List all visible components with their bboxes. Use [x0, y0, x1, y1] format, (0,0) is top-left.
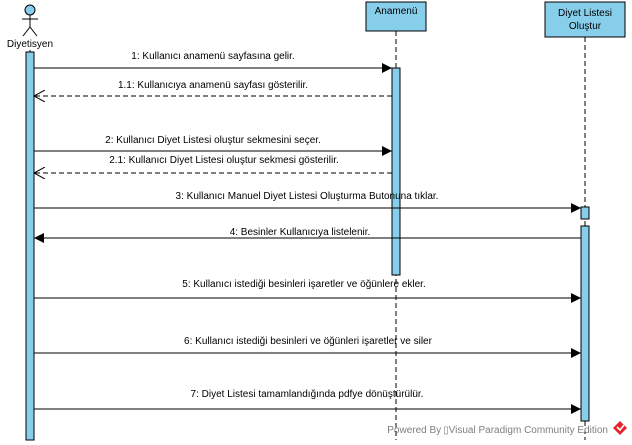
message-1[interactable]: 1: Kullanıcı anamenü sayfasına gelir.	[34, 51, 392, 73]
watermark-text: Powered By ▯Visual Paradigm Community Ed…	[387, 425, 608, 436]
message-2-1[interactable]: 2.1: Kullanıcı Diyet Listesi oluştur sek…	[34, 155, 392, 173]
message-6[interactable]: 6: Kullanıcı istediği besinleri ve öğünl…	[34, 336, 581, 358]
message-label: 1: Kullanıcı anamenü sayfasına gelir.	[131, 51, 294, 62]
message-label: 2.1: Kullanıcı Diyet Listesi oluştur sek…	[109, 155, 339, 166]
activation-bar	[391, 67, 401, 276]
message-label: 5: Kullanıcı istediği besinleri işaretle…	[182, 279, 425, 290]
lifeline-header-box	[544, 1, 626, 38]
lifeline-anamenu[interactable]: Anamenü	[365, 1, 427, 440]
watermark: Powered By ▯Visual Paradigm Community Ed…	[387, 421, 627, 436]
activation-bar	[580, 206, 590, 220]
message-2[interactable]: 2: Kullanıcı Diyet Listesi oluştur sekme…	[34, 135, 392, 156]
message-1-1[interactable]: 1.1: Kullanıcıya anamenü sayfası gösteri…	[34, 80, 392, 96]
message-label: 7: Diyet Listesi tamamlandığında pdfye d…	[191, 389, 424, 400]
message-label: 2: Kullanıcı Diyet Listesi oluştur sekme…	[105, 135, 321, 146]
lifeline-diyet-listesi-olustur[interactable]: Diyet Listesi Oluştur	[544, 1, 626, 440]
message-3[interactable]: 3: Kullanıcı Manuel Diyet Listesi Oluştu…	[34, 191, 581, 213]
activation-bar	[25, 51, 35, 441]
activation-bar	[580, 225, 590, 422]
lifeline-diyetisyen[interactable]: Diyetisyen	[7, 4, 53, 441]
message-7[interactable]: 7: Diyet Listesi tamamlandığında pdfye d…	[34, 389, 581, 414]
message-label: 1.1: Kullanıcıya anamenü sayfası gösteri…	[118, 80, 308, 91]
lifeline-name: Anamenü	[375, 6, 418, 17]
message-5[interactable]: 5: Kullanıcı istediği besinleri işaretle…	[34, 279, 581, 303]
lifeline-name-line2: Oluştur	[569, 21, 602, 32]
actor-name: Diyetisyen	[7, 39, 53, 50]
lifeline-name-line1: Diyet Listesi	[558, 8, 612, 19]
lifeline-header-box	[365, 1, 427, 32]
message-label: 4: Besinler Kullanıcıya listelenir.	[230, 227, 371, 238]
visual-paradigm-logo-icon	[613, 421, 627, 435]
message-4[interactable]: 4: Besinler Kullanıcıya listelenir.	[34, 227, 581, 243]
message-label: 6: Kullanıcı istediği besinleri ve öğünl…	[184, 336, 433, 347]
actor-stick-figure-icon	[22, 4, 38, 37]
message-label: 3: Kullanıcı Manuel Diyet Listesi Oluştu…	[176, 191, 439, 202]
